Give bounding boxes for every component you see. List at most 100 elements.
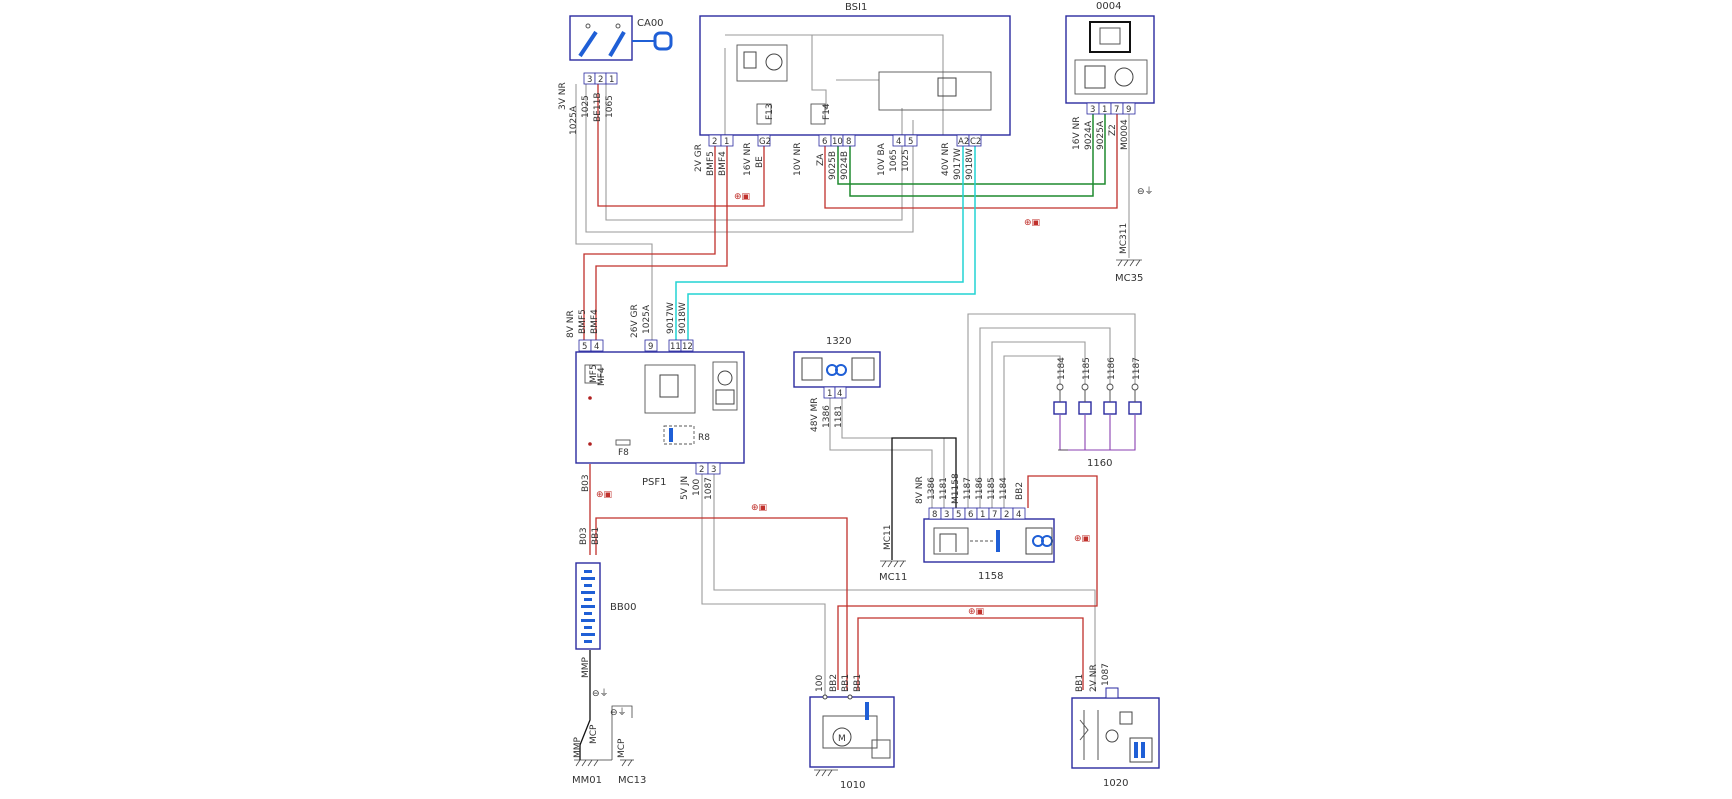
- c0004-pin: 9: [1126, 105, 1131, 115]
- bsi1-conn: 40V NR: [941, 143, 951, 176]
- bb00-wire: MMP: [581, 656, 591, 678]
- c1158-pin: 6: [968, 510, 973, 520]
- c1158-wire: 1184: [999, 477, 1009, 500]
- psf1-wire: B03: [581, 474, 591, 492]
- psf1-wire: 9018W: [678, 302, 688, 334]
- c1320-pin: 1: [827, 389, 832, 399]
- psf1-pins-top: 5 4 9 11 12: [578, 339, 694, 352]
- fuse-marker-icon: ⊕▣: [968, 607, 984, 617]
- wire-1025: [585, 84, 914, 233]
- bsi1-pin: A2: [958, 137, 969, 147]
- mc11-wire: MC11: [883, 524, 893, 550]
- psf1-pins-bot: 2 3: [695, 462, 721, 475]
- fuse-f13: F13: [765, 103, 775, 120]
- ca00-wire: 1065: [605, 95, 615, 118]
- c1158-wire: M1158: [951, 473, 961, 504]
- ca00-pin: 1: [609, 75, 614, 85]
- bsi1-wire: BMF5: [706, 151, 716, 176]
- wire-bb2: [837, 475, 1098, 690]
- bsi1-wire: 9017W: [953, 148, 963, 180]
- wire-1186: [979, 327, 1111, 508]
- wires-cyan: [675, 145, 976, 345]
- ca00-label: CA00: [637, 18, 664, 29]
- c1158-pin: 5: [956, 510, 961, 520]
- psf1-wire: 1025A: [642, 304, 652, 334]
- bsi1-pins: 2 1 G2 6 10 8 4 5 A2 C2: [708, 134, 982, 147]
- mc11-label: MC11: [879, 572, 907, 583]
- c1160-wire: 1184: [1057, 357, 1067, 380]
- c0004-label: 0004: [1096, 1, 1121, 12]
- motor-icon: M: [838, 734, 846, 744]
- bb00-wire: BB1: [591, 527, 601, 545]
- c1158-pins: 8 3 5 6 1 7 2 4: [928, 507, 1026, 520]
- psf1-wire: 9017W: [666, 302, 676, 334]
- wire-9025b: [837, 112, 1106, 185]
- bsi1-pin: 6: [822, 137, 827, 147]
- fuse-marker-icon: ⊕▣: [1024, 218, 1040, 228]
- bsi1-wire: BMF4: [718, 151, 728, 176]
- sensor-1185: 1185: [1078, 357, 1092, 415]
- ca00-wire: BE11B: [593, 93, 603, 123]
- psf1-pin: 3: [711, 465, 716, 475]
- c1010-wire: BB2: [829, 674, 839, 692]
- psf1-conn: 8V NR: [566, 310, 576, 338]
- bsi1-wire: 1025: [901, 149, 911, 172]
- c1020-wire: 1087: [1101, 663, 1111, 686]
- wire-bmf5: [583, 145, 716, 345]
- wire-1025a: [575, 84, 653, 345]
- bsi1-conn: 2V GR: [694, 144, 704, 172]
- mm01-label: MM01: [572, 775, 602, 786]
- component-ca00: CA00 3 2 1 3V NR 1025A 1025 BE11B 1065: [558, 15, 673, 135]
- ca00-pin: 3: [587, 75, 592, 85]
- psf1-pin: 2: [699, 465, 704, 475]
- bsi1-wire: BE: [755, 156, 765, 168]
- c0004-conn: 16V NR: [1072, 117, 1082, 150]
- psf1-pin: 11: [670, 342, 681, 352]
- component-1160: 1160 1184 1185 1186 1187: [1053, 357, 1142, 469]
- bsi1-wire: 9025B: [828, 151, 838, 180]
- wire-1065: [605, 84, 903, 221]
- c1010-wire: 100: [815, 675, 825, 692]
- psf1-pin: 9: [648, 342, 653, 352]
- ca00-wire: 1025A: [569, 105, 579, 135]
- wire-1087: [713, 474, 1096, 690]
- c1010-wire: BB1: [841, 674, 851, 692]
- c1158-wire: BB2: [1015, 482, 1025, 500]
- psf1-mf5: MF5: [589, 364, 599, 383]
- ca00-conn: 3V NR: [558, 82, 568, 110]
- c0004-pin: 3: [1090, 105, 1095, 115]
- ground-symbol: ⊖⏚: [1137, 186, 1154, 197]
- mm01-wire: MCP: [589, 724, 599, 744]
- component-1158: 1158 8 3 5 6 1 7 2 4 8V NR 1386 1181: [915, 473, 1055, 582]
- fuse-marker-icon: ⊕▣: [751, 503, 767, 513]
- psf1-wire: BMF5: [578, 309, 588, 334]
- c1320-wire: 1386: [822, 405, 832, 428]
- bsi1-wire: 1065: [889, 149, 899, 172]
- wire-bsi-internal-1: [725, 34, 944, 135]
- ground-mc35: MC35: [1115, 259, 1143, 284]
- component-0004: 0004 3 1 7 9 16V NR 9024A 9025A Z2 M0004…: [1065, 1, 1155, 254]
- wires-green: [837, 112, 1106, 197]
- c0004-pin: 1: [1102, 105, 1107, 115]
- wire-1386: [829, 394, 933, 508]
- wire-1185: [991, 341, 1086, 508]
- ca00-pin: 2: [598, 75, 603, 85]
- sensor-1184: 1184: [1053, 357, 1067, 415]
- c1158-wire: 1181: [939, 477, 949, 500]
- psf1-wire: 100: [692, 479, 702, 496]
- c1320-label: 1320: [826, 336, 851, 347]
- bsi1-wire: 9024B: [840, 151, 850, 180]
- wire-1184: [1003, 355, 1061, 508]
- psf1-label: PSF1: [642, 477, 667, 488]
- bsi1-conn: 16V NR: [743, 143, 753, 176]
- c1158-pin: 1: [980, 510, 985, 520]
- c1158-pin: 8: [932, 510, 937, 520]
- c1020-wire: BB1: [1075, 674, 1085, 692]
- c1320-conn: 48V MR: [810, 398, 820, 433]
- wire-9018w: [687, 145, 976, 345]
- wire-bb1-b: [857, 617, 1084, 690]
- component-1020: 1020 BB1 2V NR 1087: [1071, 663, 1160, 789]
- psf1-conn: 26V GR: [630, 304, 640, 338]
- bsi1-wire: 9018W: [965, 148, 975, 180]
